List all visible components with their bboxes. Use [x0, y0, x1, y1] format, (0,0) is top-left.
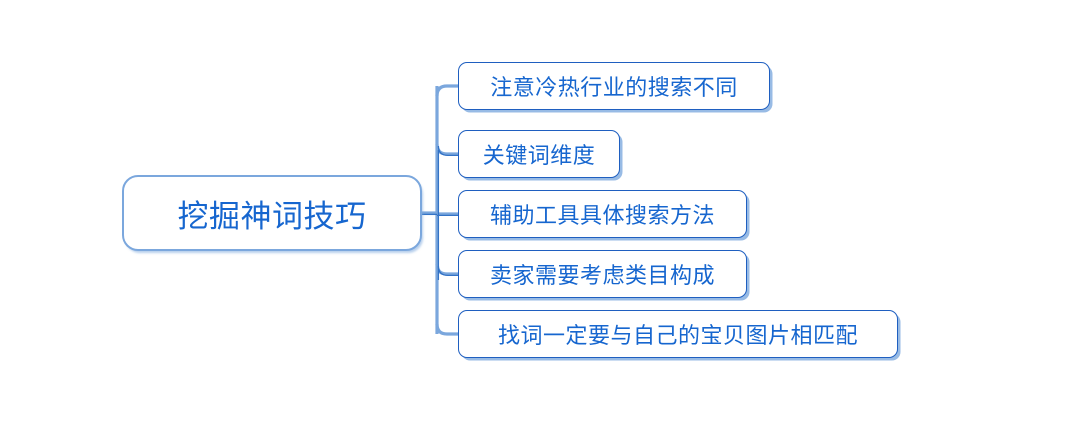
mindmap-branch-label-2: 关键词维度	[482, 143, 596, 168]
connector-branch-2-edge	[437, 145, 458, 157]
mindmap-root-node[interactable]: 挖掘神词技巧	[122, 175, 422, 251]
mindmap-branch-node-4[interactable]: 卖家需要考虑类目构成	[458, 250, 747, 298]
connector-branch-4-edge	[437, 265, 458, 277]
mindmap-branch-node-2[interactable]: 关键词维度	[458, 130, 620, 178]
mindmap-branch-label-4: 卖家需要考虑类目构成	[489, 263, 715, 288]
mindmap-branch-node-3[interactable]: 辅助工具具体搜索方法	[458, 190, 747, 238]
mindmap-branch-node-1[interactable]: 注意冷热行业的搜索不同	[458, 62, 770, 110]
mindmap-branch-node-5[interactable]: 找词一定要与自己的宝贝图片相匹配	[458, 310, 898, 358]
connector-branch-5	[435, 323, 458, 336]
connector-branch-1	[435, 84, 458, 97]
mindmap-branch-label-5: 找词一定要与自己的宝贝图片相匹配	[497, 323, 858, 348]
mindmap-root-label: 挖掘神词技巧	[177, 198, 367, 234]
mindmap-branch-label-1: 注意冷热行业的搜索不同	[490, 75, 738, 100]
mindmap-branch-label-3: 辅助工具具体搜索方法	[489, 203, 715, 228]
